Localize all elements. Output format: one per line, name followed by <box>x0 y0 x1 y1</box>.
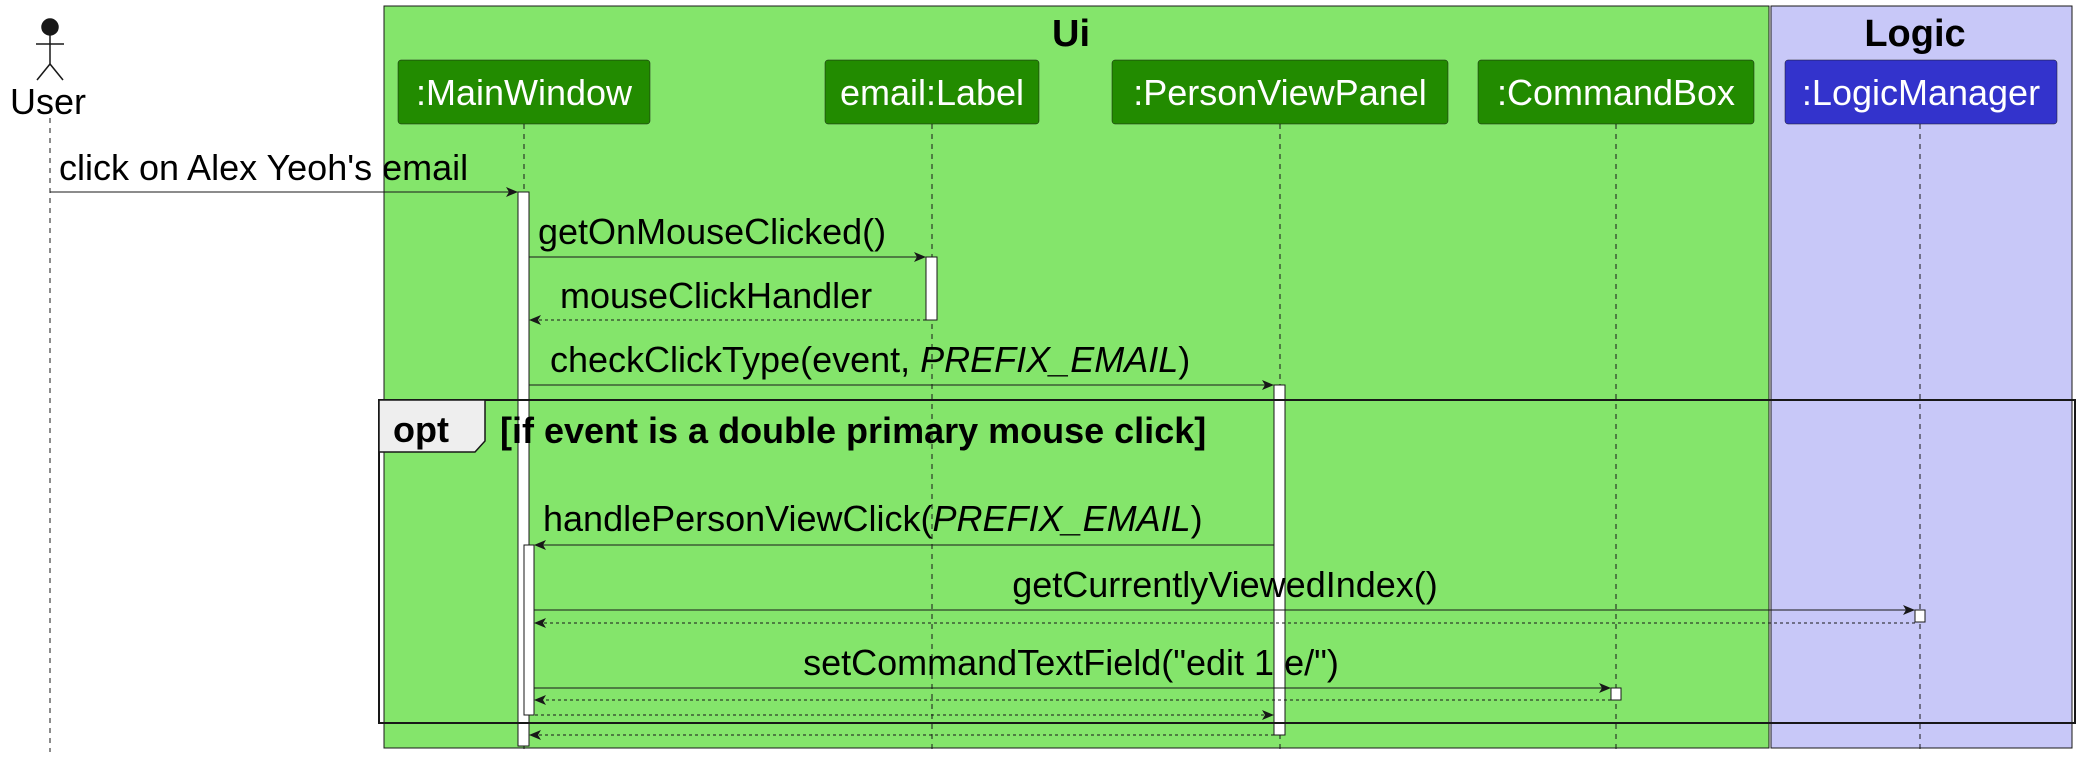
email-label-label: email:Label <box>840 72 1024 113</box>
main-window-participant <box>397 59 651 125</box>
user-actor-icon <box>36 18 64 81</box>
logic-box <box>1770 5 2073 749</box>
opt-guard: [if event is a double primary mouse clic… <box>500 410 1206 451</box>
main-window-label: :MainWindow <box>416 72 633 113</box>
message-check-click-type-label: checkClickType(event, PREFIX_EMAIL) <box>550 339 1190 380</box>
ui-box-title: Ui <box>1052 13 1090 55</box>
command-box-activation <box>1610 687 1622 701</box>
logic-manager-label: :LogicManager <box>1802 72 2040 113</box>
command-box-participant <box>1477 59 1755 125</box>
person-view-panel-label: :PersonViewPanel <box>1133 72 1427 113</box>
message-handle-person-view-click-prefix: handlePersonViewClick( <box>543 498 933 539</box>
message-get-currently-viewed-index-label: getCurrentlyViewedIndex() <box>1012 564 1438 605</box>
person-view-panel-activation <box>1273 384 1286 736</box>
email-label-activation <box>925 256 938 321</box>
message-get-on-mouse-clicked-label: getOnMouseClicked() <box>538 211 886 252</box>
message-click-email-label: click on Alex Yeoh's email <box>59 147 468 188</box>
person-view-panel-participant <box>1111 59 1449 125</box>
message-check-click-type-suffix: ) <box>1178 339 1190 380</box>
opt-fragment-tab <box>378 399 486 453</box>
opt-keyword: opt <box>393 409 449 450</box>
main-window-activation <box>517 191 530 747</box>
message-handle-person-view-click-suffix: ) <box>1191 498 1203 539</box>
command-box-label: :CommandBox <box>1497 72 1735 113</box>
user-actor-label: User <box>10 81 86 122</box>
message-handle-person-view-click-arg: PREFIX_EMAIL <box>933 498 1191 539</box>
email-label-participant <box>824 59 1040 125</box>
opt-fragment <box>378 399 2076 724</box>
message-check-click-type-arg: PREFIX_EMAIL <box>920 339 1178 380</box>
logic-manager-participant <box>1784 59 2058 125</box>
ui-box <box>383 5 1770 749</box>
logic-box-title: Logic <box>1864 13 1965 55</box>
logic-manager-activation <box>1914 609 1926 623</box>
message-mouse-click-handler-label: mouseClickHandler <box>560 275 872 316</box>
message-check-click-type-prefix: checkClickType(event, <box>550 339 920 380</box>
message-handle-person-view-click-label: handlePersonViewClick(PREFIX_EMAIL) <box>543 498 1203 539</box>
message-set-command-text-field-label: setCommandTextField("edit 1 e/") <box>803 642 1339 683</box>
main-window-nested-activation <box>523 544 535 716</box>
